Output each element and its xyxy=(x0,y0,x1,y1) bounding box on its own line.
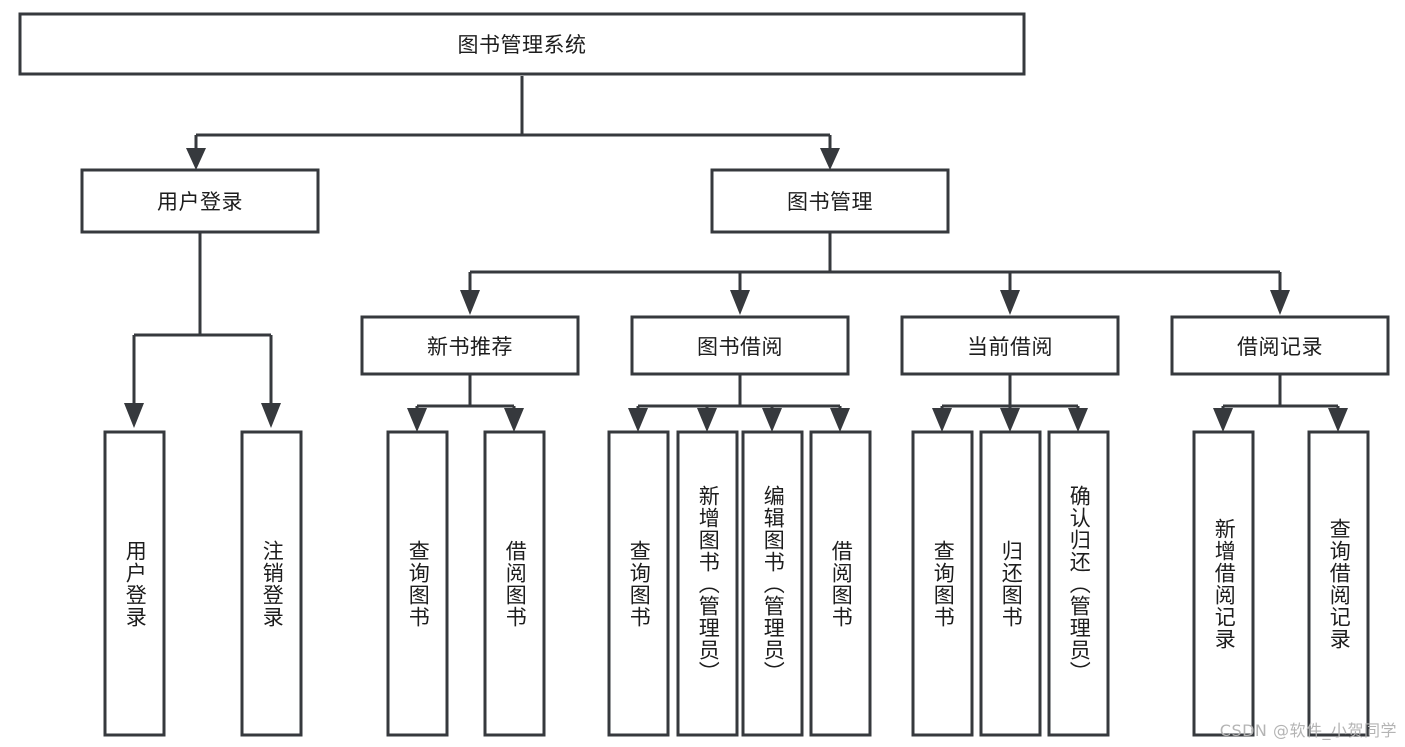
node-box-leaf-user-login[interactable] xyxy=(103,430,166,737)
arrow-head-leaf-edit-book xyxy=(762,408,782,432)
arrow-head-leaf-query-book-2 xyxy=(628,408,648,432)
node-box-leaf-confirm-return[interactable] xyxy=(1047,430,1110,737)
node-box-new-book-recommend[interactable] xyxy=(360,315,580,376)
node-box-leaf-add-book[interactable] xyxy=(676,430,739,737)
arrow-head-current-borrow xyxy=(1000,290,1020,315)
node-box-leaf-user-logout[interactable] xyxy=(240,430,303,737)
arrow-head-borrow-record xyxy=(1270,290,1290,315)
connector-group-book-borrow xyxy=(628,374,850,432)
connector-group-user-login xyxy=(124,232,281,428)
node-box-leaf-query-book-1[interactable] xyxy=(386,430,449,737)
connector-group-root xyxy=(186,76,840,170)
node-box-leaf-query-record[interactable] xyxy=(1307,430,1370,737)
arrow-head-new-book-recommend xyxy=(460,290,480,315)
connector-group-current-borrow xyxy=(932,374,1088,432)
arrow-head-leaf-query-book-1 xyxy=(407,408,427,432)
node-box-current-borrow[interactable] xyxy=(900,315,1120,376)
node-box-leaf-edit-book[interactable] xyxy=(741,430,804,737)
arrow-head-leaf-user-login xyxy=(124,403,144,428)
arrow-head-leaf-user-logout xyxy=(261,403,281,428)
arrow-head-leaf-confirm-return xyxy=(1068,408,1088,432)
connector-group-new-book-recommend xyxy=(407,374,524,432)
csdn-watermark: CSDN @软件_小贺同学 xyxy=(1219,721,1397,740)
node-box-user-login[interactable] xyxy=(80,168,320,234)
arrow-head-book-borrow xyxy=(730,290,750,315)
arrow-head-leaf-return-book xyxy=(1000,408,1020,432)
node-box-leaf-borrow-book-1[interactable] xyxy=(483,430,546,737)
node-box-leaf-borrow-book-2[interactable] xyxy=(809,430,872,737)
node-box-borrow-record[interactable] xyxy=(1170,315,1390,376)
arrow-head-leaf-query-record xyxy=(1328,408,1348,432)
arrow-head-leaf-query-book-3 xyxy=(932,408,952,432)
arrow-head-leaf-add-record xyxy=(1213,408,1233,432)
arrow-head-book-manage xyxy=(820,148,840,170)
node-box-root[interactable] xyxy=(18,12,1026,76)
arrow-head-leaf-add-book xyxy=(697,408,717,432)
node-box-leaf-query-book-3[interactable] xyxy=(911,430,974,737)
connector-group-book-manage xyxy=(460,232,1290,315)
node-box-leaf-return-book[interactable] xyxy=(979,430,1042,737)
node-box-leaf-query-book-2[interactable] xyxy=(607,430,670,737)
arrow-head-leaf-borrow-book-1 xyxy=(504,408,524,432)
node-box-leaf-add-record[interactable] xyxy=(1192,430,1255,737)
arrow-head-leaf-borrow-book-2 xyxy=(830,408,850,432)
arrow-head-user-login xyxy=(186,148,206,170)
node-box-book-borrow[interactable] xyxy=(630,315,850,376)
node-box-book-manage[interactable] xyxy=(710,168,950,234)
connector-group-borrow-record xyxy=(1213,374,1348,432)
